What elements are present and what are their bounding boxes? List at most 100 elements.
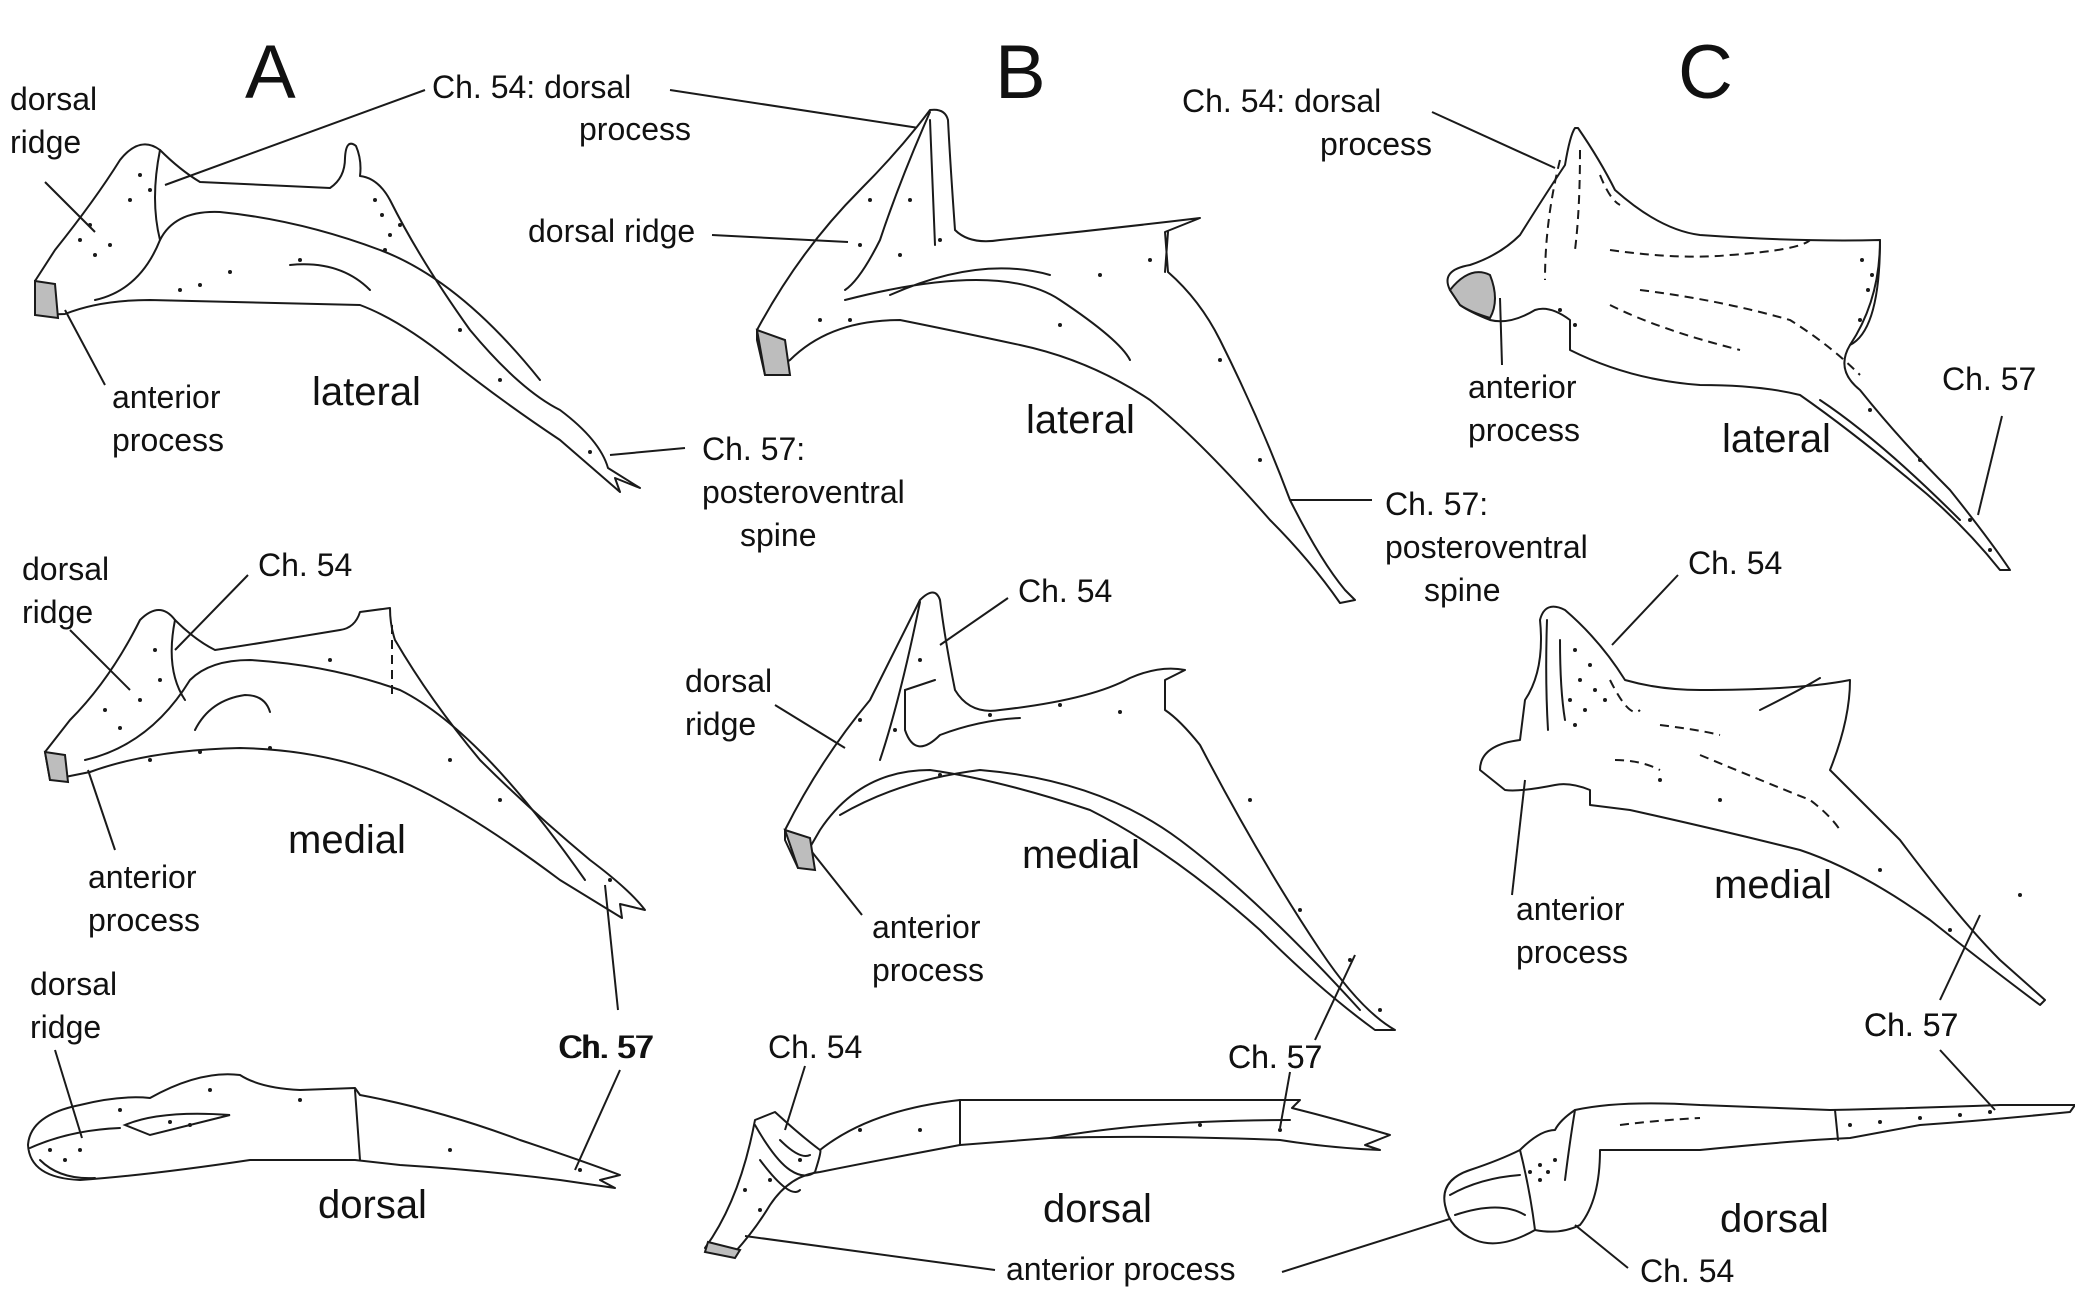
- a-medial-ch54-label: Ch. 54: [258, 547, 352, 583]
- c-medial-stippling: [1568, 648, 2022, 932]
- a-dorsal-ch57-label: Ch. 57: [558, 1029, 652, 1065]
- panel-c: lateral Ch. 54: dorsal process anterior …: [1182, 83, 2075, 1289]
- panel-b: lateral dorsal ridge Ch. 57: posterovent…: [528, 108, 1597, 1287]
- b-lateral-dorsal-ridge-label: dorsal ridge: [528, 213, 695, 249]
- a-dorsal-ch57-leader: [574, 1069, 621, 1171]
- a-lateral-ridge: [94, 210, 541, 381]
- b-dorsal-view-label: dorsal: [1043, 1187, 1152, 1231]
- b-lateral-ridge: [844, 267, 1131, 361]
- c-medial-view-label: medial: [1714, 863, 1832, 907]
- a-medial-ch57-label: Ch. 57: [560, 1029, 654, 1065]
- c-dorsal-stippling: [1528, 1110, 1992, 1182]
- c-lateral-dashed-lines: [1544, 149, 1861, 376]
- b-medial-dorsal-ridge-label: dorsal ridge: [685, 663, 781, 742]
- b-medial-ch57-label: Ch. 57: [1228, 1039, 1322, 1075]
- c-medial-anterior-process-label: anterior process: [1516, 891, 1633, 970]
- b-medial-ridge: [839, 768, 1361, 1011]
- a-medial-drawing: [43, 607, 646, 919]
- b-lateral-ch57-label: Ch. 57: posteroventral spine: [1385, 486, 1597, 608]
- a-lateral-anterior-process-leader: [64, 309, 106, 386]
- c-dorsal-ch54-leader: [1574, 1224, 1629, 1269]
- b-dorsal-anterior-process-leader: [744, 1235, 996, 1271]
- c-medial-ch57-label: Ch. 57: [1864, 1007, 1958, 1043]
- c-dorsal-drawing: [1443, 1102, 2075, 1245]
- a-lateral-process-edge: [154, 149, 161, 241]
- b-dorsal-bone: [704, 1098, 1391, 1253]
- b-lateral-view-label: lateral: [1026, 398, 1135, 442]
- a-medial-dorsal-ridge-label: dorsal ridge: [22, 551, 118, 630]
- a-lateral-bone: [34, 142, 641, 493]
- c-lateral-ch57-leader: [1977, 415, 2003, 516]
- a-medial-inner-ridge: [194, 693, 271, 731]
- a-dorsal-bone: [27, 1073, 621, 1189]
- a-lateral-stippling: [78, 173, 592, 454]
- a-medial-process-edge: [170, 619, 186, 701]
- b-medial-stippling: [858, 658, 1382, 1012]
- c-medial-bone: [1479, 605, 2046, 1006]
- c-dorsal-anterior-process-leader: [1281, 1209, 1479, 1273]
- a-dorsal-stippling: [48, 1088, 582, 1172]
- a-medial-facet: [43, 750, 70, 784]
- c-dorsal-dashed-lines: [1619, 1117, 1701, 1126]
- a-lateral-dorsal-ridge-leader: [44, 181, 96, 233]
- b-medial-anterior-process-label: anterior process: [872, 909, 989, 988]
- b-dorsal-anterior-process-label: anterior process: [1006, 1251, 1235, 1287]
- b-medial-anterior-process-leader: [811, 851, 863, 916]
- a-dorsal-view-label: dorsal: [318, 1183, 427, 1227]
- panel-letter-c: C: [1678, 30, 1733, 115]
- b-dorsal-ch54-leader: [784, 1065, 806, 1131]
- c-medial-anterior-process-leader: [1511, 779, 1526, 896]
- c-lateral-ch54-leader: [1431, 111, 1556, 169]
- a-lateral-dorsal-ridge-label: dorsal ridge: [10, 81, 106, 160]
- c-lateral-anterior-process-leader: [1499, 297, 1503, 366]
- a-medial-view-label: medial: [288, 818, 406, 862]
- c-dorsal-ch57-leader: [1939, 1049, 1996, 1111]
- c-lateral-drawing: [1446, 127, 2011, 571]
- c-lateral-ch54-label: Ch. 54: dorsal process: [1182, 83, 1432, 162]
- a-lateral-ridge-2: [289, 263, 371, 291]
- b-dorsal-ch54-label: Ch. 54: [768, 1029, 862, 1065]
- b-lateral-dorsal-ridge-leader: [711, 234, 849, 243]
- b-medial-ch54-leader: [939, 597, 1009, 646]
- a-medial-bone: [44, 607, 646, 919]
- b-dorsal-stippling: [743, 1123, 1282, 1212]
- a-dorsal-ridge-lines: [29, 1089, 361, 1161]
- panel-letter-b: B: [995, 30, 1046, 115]
- a-lateral-ch57-label: Ch. 57: posteroventral spine: [702, 431, 914, 553]
- a-lateral-anterior-process-label: anterior process: [112, 379, 229, 458]
- c-dorsal-ch54-label: Ch. 54: [1640, 1253, 1734, 1289]
- a-medial-dorsal-ridge-leader: [69, 629, 131, 691]
- a-medial-stippling: [103, 648, 612, 882]
- c-lateral-bone: [1446, 127, 2011, 571]
- b-medial-ridges: [879, 601, 1021, 761]
- a-lateral-view-label: lateral: [312, 370, 421, 414]
- a-dorsal-drawing: [27, 1073, 621, 1189]
- c-dorsal-ridges: [1449, 1109, 1839, 1231]
- b-medial-bone: [784, 591, 1396, 1031]
- a-medial-anterior-process-leader: [87, 769, 116, 851]
- b-medial-drawing: [783, 591, 1396, 1031]
- a-dorsal-dorsal-ridge-label: dorsal ridge: [30, 966, 126, 1045]
- b-medial-dorsal-ridge-leader: [774, 704, 846, 749]
- b-medial-ch57-leader: [1314, 954, 1356, 1041]
- b-lateral-spine-edge: [1164, 231, 1169, 273]
- b-lateral-ch54-leader: [669, 89, 946, 133]
- b-lateral-bone: [756, 108, 1356, 604]
- b-lateral-stippling: [818, 198, 1262, 462]
- a-lateral-drawing: [34, 142, 641, 493]
- c-lateral-stippling: [1558, 258, 1992, 552]
- b-medial-ch54-label: Ch. 54: [1018, 573, 1112, 609]
- a-medial-ridge: [84, 658, 586, 881]
- a-medial-anterior-process-label: anterior process: [88, 859, 205, 938]
- panel-a: lateral dorsal ridge Ch. 54: dorsal proc…: [10, 69, 946, 1227]
- c-medial-ch54-leader: [1611, 574, 1679, 646]
- a-lateral-ch54-label: Ch. 54: dorsal process: [432, 69, 691, 147]
- b-lateral-process-ridges: [844, 111, 936, 291]
- c-lateral-view-label: lateral: [1722, 417, 1831, 461]
- a-lateral-ch54-leader: [164, 89, 426, 186]
- a-medial-ch57-leader: [604, 884, 619, 1011]
- b-lateral-drawing: [755, 108, 1356, 604]
- c-lateral-anterior-process-label: anterior process: [1468, 369, 1585, 448]
- b-dorsal-ch57-leader: [1279, 1071, 1291, 1129]
